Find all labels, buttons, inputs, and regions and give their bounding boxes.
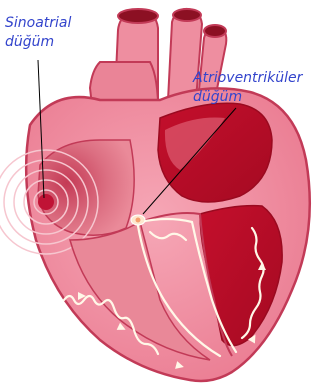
av-node-icon — [131, 215, 145, 225]
vessel-opening-2 — [173, 9, 201, 21]
sinoatrial-node-label: Sinoatrial düğüm — [5, 14, 71, 52]
atrioventricular-label-line-2: düğüm — [193, 88, 302, 107]
vessel-opening-1 — [118, 9, 158, 23]
sinoatrial-label-line-2: düğüm — [5, 33, 71, 52]
atrioventricular-node-label: Atrioventriküler düğüm — [193, 69, 302, 107]
sa-node — [38, 194, 54, 210]
vessel-opening-3 — [204, 25, 226, 37]
atrioventricular-label-line-1: Atrioventriküler — [193, 69, 302, 88]
sinoatrial-label-line-1: Sinoatrial — [5, 14, 71, 33]
